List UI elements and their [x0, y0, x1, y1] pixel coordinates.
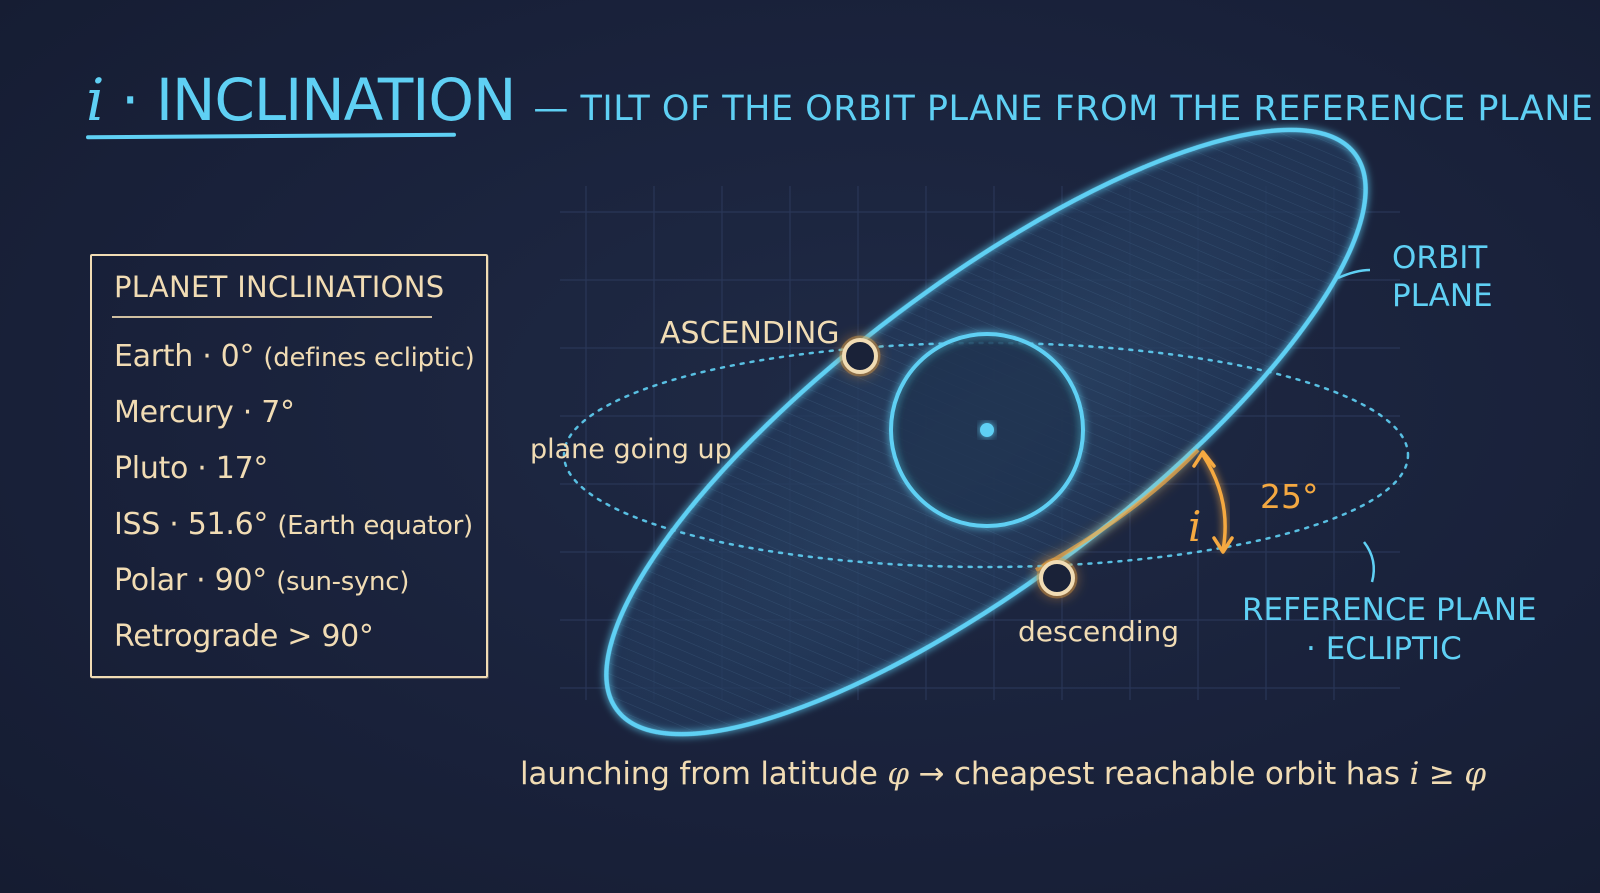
legend-item-mercury: Mercury · 7° — [114, 395, 295, 430]
angle-symbol: i — [1188, 502, 1201, 551]
legend-item-name: Earth — [114, 339, 193, 374]
orbit-plane-label-line1: ORBIT — [1392, 240, 1488, 276]
note-i: i — [1409, 756, 1420, 792]
angle-value: 25° — [1260, 477, 1319, 516]
legend-item-pluto: Pluto · 17° — [114, 451, 269, 486]
legend-item-name: Polar — [114, 563, 187, 598]
legend-item-name: Pluto — [114, 451, 189, 486]
legend-title-underline — [112, 316, 432, 318]
legend-item-value: 51.6° — [187, 507, 269, 542]
legend-item-value: 0° — [220, 339, 255, 374]
note-relation: ≥ — [1419, 756, 1465, 792]
note-prefix: launching from latitude — [520, 756, 888, 792]
legend-item-name: ISS — [114, 507, 161, 542]
orbit-plane-label-line2: PLANE — [1392, 278, 1493, 314]
plane-going-up-label: plane going up — [530, 434, 732, 465]
ascending-label: ASCENDING — [660, 316, 840, 351]
title-main: i · INCLINATION — [86, 66, 517, 134]
central-body — [980, 423, 994, 437]
legend-item-earth: Earth · 0° (defines ecliptic) — [114, 339, 475, 374]
reference-plane-leader — [1363, 541, 1375, 583]
descending-label: descending — [1018, 615, 1179, 648]
title-subtitle: — TILT OF THE ORBIT PLANE FROM THE REFER… — [533, 89, 1594, 129]
legend-item-value: 90° — [214, 563, 268, 598]
legend-item-value: 7° — [261, 395, 295, 430]
planet-inclinations-box: PLANET INCLINATIONS Earth · 0° (defines … — [90, 254, 488, 678]
inclination-angle-arc — [1201, 454, 1227, 551]
legend-item-value: > 90° — [287, 619, 374, 654]
legend-list: Earth · 0° (defines ecliptic) Mercury · … — [114, 334, 475, 670]
legend-item-name: Mercury — [114, 395, 234, 430]
legend-item-value: 17° — [215, 451, 269, 486]
angle-arrowhead-top — [1192, 450, 1216, 468]
angle-arrowhead-bottom — [1212, 536, 1234, 554]
reference-plane-ellipse — [562, 341, 1410, 569]
title-symbol: i — [86, 66, 105, 134]
note-phi2: φ — [1464, 756, 1486, 792]
legend-item-iss: ISS · 51.6° (Earth equator) — [114, 507, 473, 542]
reference-plane-label-line2: · ECLIPTIC — [1306, 631, 1462, 667]
legend-item-retrograde: Retrograde > 90° — [114, 614, 474, 670]
descending-node — [1036, 557, 1078, 599]
legend-title: PLANET INCLINATIONS — [114, 270, 445, 304]
legend-item-polar: Polar · 90° (sun-sync) — [114, 563, 410, 598]
note-phi: φ — [887, 756, 909, 792]
page-title: i · INCLINATION — TILT OF THE ORBIT PLAN… — [86, 66, 1594, 146]
ascending-node — [839, 335, 881, 377]
note-middle: → cheapest reachable orbit has — [908, 756, 1410, 792]
legend-item-note: (Earth equator) — [277, 511, 473, 541]
launch-latitude-note: launching from latitude φ → cheapest rea… — [520, 756, 1486, 792]
legend-item-note: (defines ecliptic) — [263, 343, 475, 373]
reference-plane-label-line1: REFERENCE PLANE — [1242, 592, 1537, 628]
orbit-plane-leader — [1337, 268, 1371, 280]
orbit-plane-outline — [604, 127, 1368, 737]
title-word: INCLINATION — [155, 66, 517, 134]
legend-item-name: Retrograde — [114, 619, 279, 654]
legend-item-note: (sun-sync) — [276, 567, 410, 597]
title-separator: · — [121, 66, 139, 134]
